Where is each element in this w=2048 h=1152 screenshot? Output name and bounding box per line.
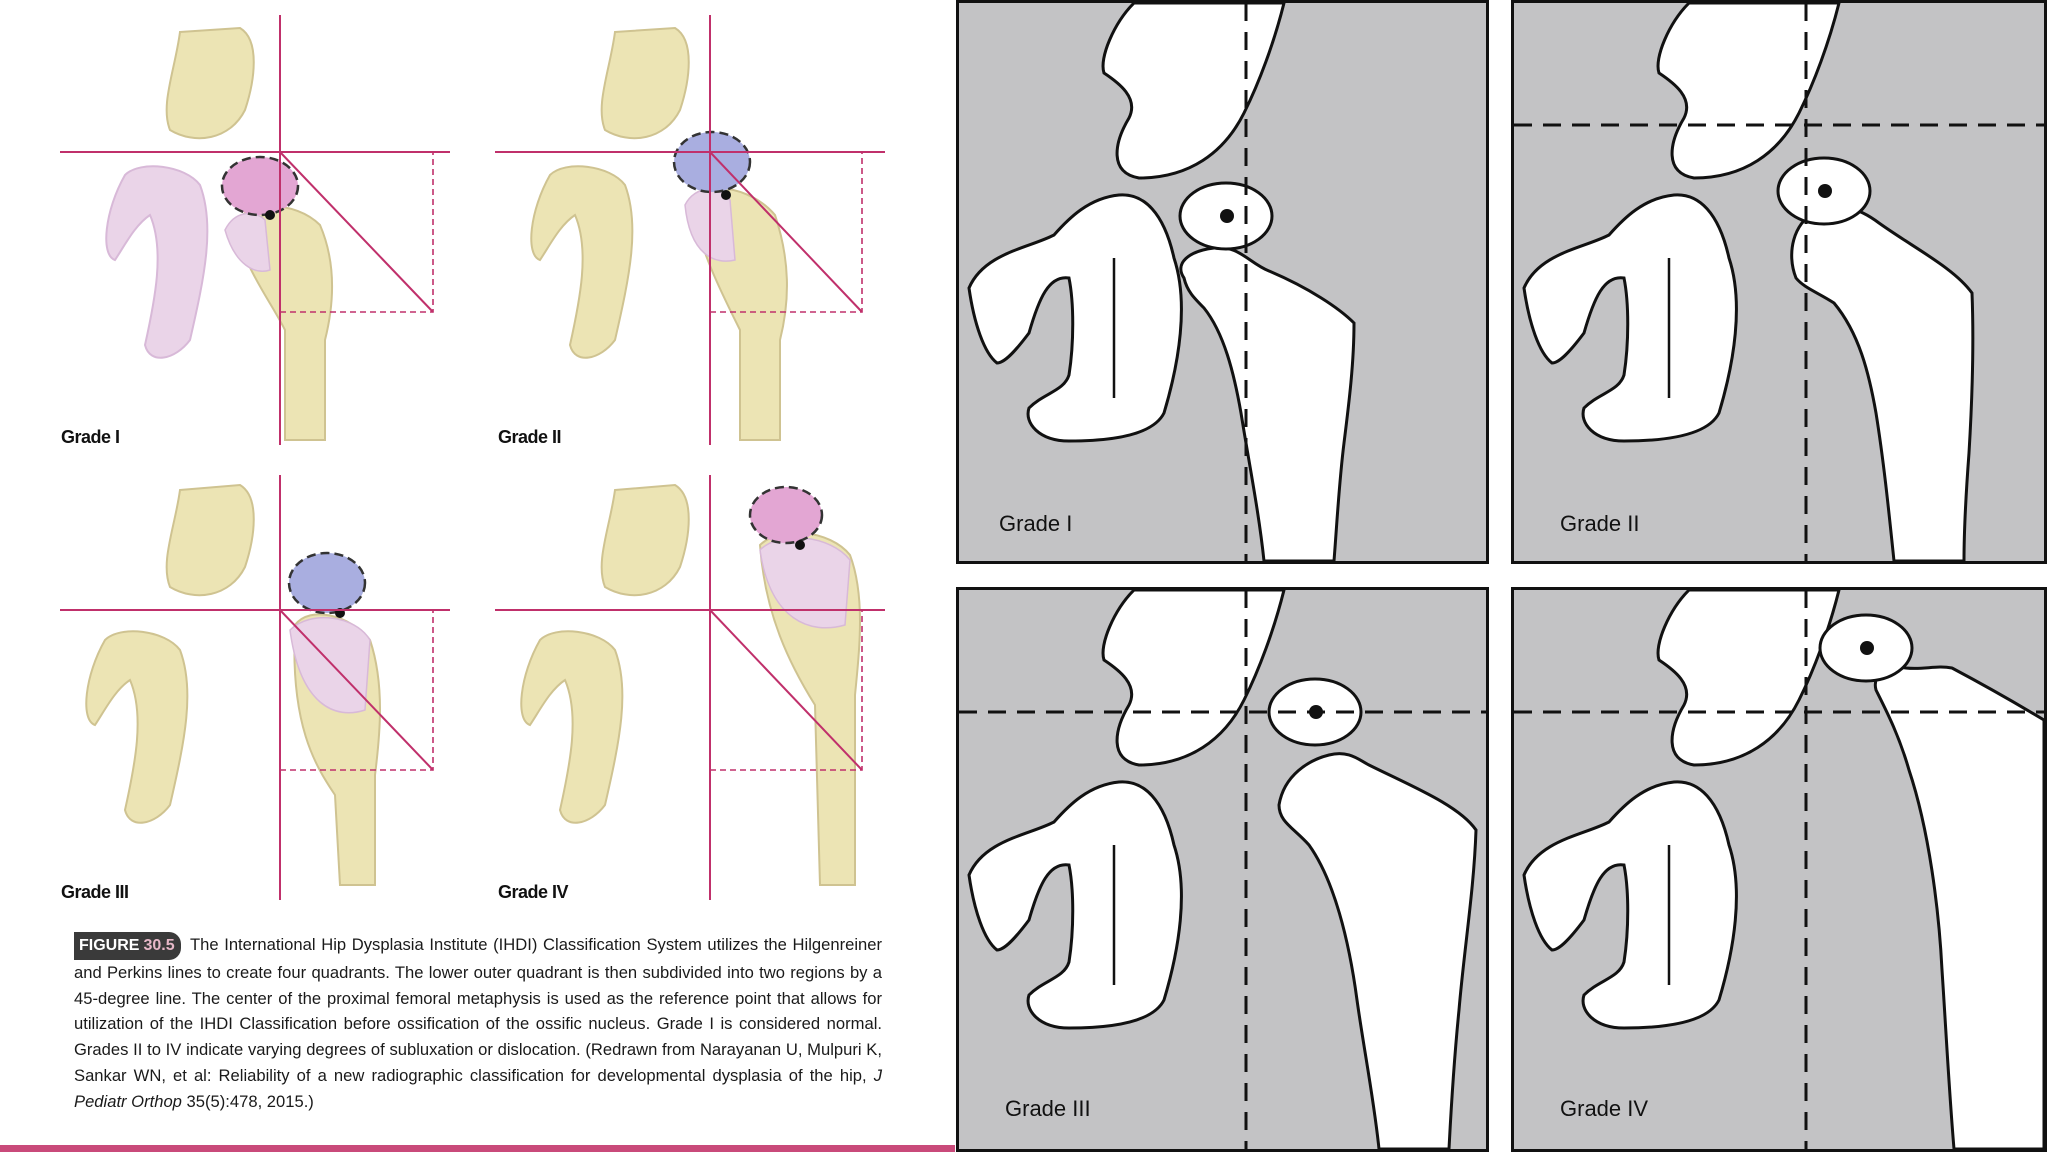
accent-bar [0,1145,955,1152]
left-panel-grade-4: Grade IV [490,465,910,905]
right-grade-3-label: Grade III [1005,1096,1091,1121]
left-figure: Grade I Grade II [0,0,955,1152]
caption-citation: 35(5):478, 2015.) [181,1091,314,1111]
right-figure: Grade I Grade II Grade III [955,0,2048,1152]
left-grade-4-illustration [495,475,885,900]
right-panel-grade-4: Grade IV [1511,587,2047,1152]
right-grade-1-diagram [967,3,1356,561]
left-grade-2-label: Grade II [498,427,562,447]
left-grade-3-label: Grade III [61,882,129,902]
right-grade-4-diagram [1514,590,2044,1149]
left-panel-grade-2: Grade II [490,10,910,450]
right-grade-4-label: Grade IV [1560,1096,1649,1121]
right-grade-2-diagram [1514,3,2044,561]
left-grade-2-illustration [495,15,885,445]
caption-journal: J Pediatr Orthop [74,1065,882,1111]
right-panel-grade-1: Grade I [956,0,1489,564]
right-grade-2-label: Grade II [1560,511,1640,536]
left-panel-grade-3: Grade III [55,465,475,905]
right-panel-grade-3: Grade III [956,587,1489,1152]
figure-number: 30.5 [143,937,175,954]
figure-badge-label: FIGURE [79,937,140,954]
left-grade-3-illustration [60,475,450,900]
left-grade-1-label: Grade I [61,427,120,447]
left-panel-grade-1: Grade I [55,10,475,450]
right-grade-1-label: Grade I [999,511,1073,536]
left-grade-1-illustration [60,15,450,445]
caption-text: The International Hip Dysplasia Institut… [74,935,883,1085]
left-grade-4-label: Grade IV [498,882,569,902]
right-panel-grade-2: Grade II [1511,0,2047,564]
right-grade-3-diagram [959,590,1486,1149]
